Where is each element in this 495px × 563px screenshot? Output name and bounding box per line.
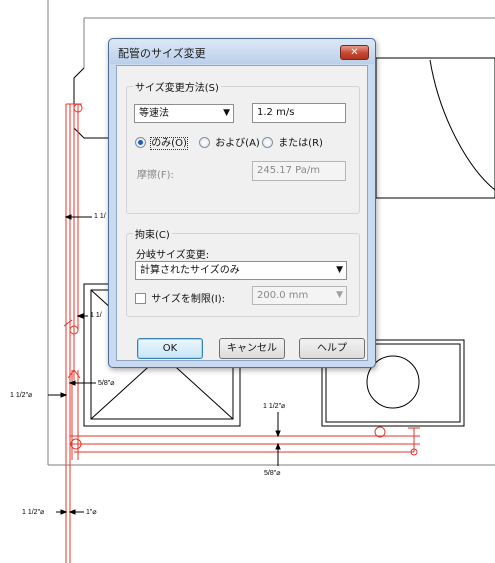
dim-label-pipe-left: 1 1/2"⌀ xyxy=(10,392,33,399)
close-button[interactable]: ✕ xyxy=(340,45,369,60)
dim-label-bottom-right: 1"⌀ xyxy=(86,509,97,516)
sizing-method-value: 等速法 xyxy=(139,108,169,119)
fixture-left xyxy=(73,67,108,139)
dialog-title: 配管のサイズ変更 xyxy=(118,47,206,60)
radio-only[interactable]: のみ(O) xyxy=(135,134,188,150)
radio-or-label: または(R) xyxy=(278,138,323,149)
radio-and-label: および(A) xyxy=(215,138,260,149)
radio-only-indicator xyxy=(135,136,146,148)
cancel-button[interactable]: キャンセル xyxy=(219,338,285,359)
friction-value: 245.17 Pa/m xyxy=(257,165,320,176)
sink-fixture xyxy=(321,339,465,427)
ok-button[interactable]: OK xyxy=(137,338,203,359)
branch-sizing-label: 分岐サイズ変更: xyxy=(136,250,210,261)
chevron-down-icon: ▼ xyxy=(223,108,230,118)
sizing-method-group: サイズ変更方法(S) 等速法 ▼ 1.2 m/s のみ(O) および(A) また… xyxy=(126,79,360,214)
dim-label-center-top: 1 1/2"⌀ xyxy=(263,403,286,410)
help-button[interactable]: ヘルプ xyxy=(299,338,365,359)
constraints-caption: 拘束(C) xyxy=(133,226,172,241)
radio-or[interactable]: または(R) xyxy=(262,134,323,149)
dim-label-center-bottom: 5/8"⌀ xyxy=(264,470,281,477)
limit-size-select[interactable]: 200.0 mm ▼ xyxy=(252,286,347,305)
dialog-titlebar[interactable]: 配管のサイズ変更 ✕ xyxy=(109,39,375,64)
friction-label: 摩擦(F): xyxy=(137,170,174,181)
dim-label-bottom-left: 1 1/2"⌀ xyxy=(22,509,45,516)
branch-sizing-select[interactable]: 計算されたサイズのみ ▼ xyxy=(135,261,347,280)
friction-input[interactable]: 245.17 Pa/m xyxy=(252,161,346,181)
velocity-input[interactable]: 1.2 m/s xyxy=(252,103,346,123)
radio-only-label: のみ(O) xyxy=(150,137,188,150)
chevron-down-icon: ▼ xyxy=(336,290,343,300)
chevron-down-icon: ▼ xyxy=(336,265,343,275)
dim-label-top-left: 1 1/ xyxy=(94,213,106,220)
resize-pipe-dialog: 配管のサイズ変更 ✕ サイズ変更方法(S) 等速法 ▼ 1.2 m/s のみ(O… xyxy=(108,38,376,368)
close-icon: ✕ xyxy=(350,47,359,58)
limit-size-value: 200.0 mm xyxy=(257,290,309,301)
sizing-method-select[interactable]: 等速法 ▼ xyxy=(134,104,234,123)
limit-size-label: サイズを制限(I): xyxy=(151,294,226,305)
wall-outline xyxy=(47,0,495,466)
constraints-group: 拘束(C) 分岐サイズ変更: 計算されたサイズのみ ▼ サイズを制限(I): 2… xyxy=(126,226,360,317)
dim-label-pipe-right: 5/8"⌀ xyxy=(98,380,115,387)
radio-and-indicator xyxy=(199,136,210,148)
dialog-client-area: サイズ変更方法(S) 等速法 ▼ 1.2 m/s のみ(O) および(A) また… xyxy=(116,65,368,361)
sizing-method-caption: サイズ変更方法(S) xyxy=(133,79,221,94)
radio-or-indicator xyxy=(262,136,273,148)
velocity-value: 1.2 m/s xyxy=(257,107,295,118)
dim-label-mid-left: 1 1/ xyxy=(90,312,102,319)
bathtub-fixture xyxy=(375,57,495,199)
dimension-arrows xyxy=(48,214,281,515)
limit-size-checkbox[interactable]: サイズを制限(I): xyxy=(135,290,226,305)
branch-sizing-value: 計算されたサイズのみ xyxy=(140,265,240,276)
radio-and[interactable]: および(A) xyxy=(199,134,260,149)
limit-size-checkbox-box xyxy=(135,292,146,304)
